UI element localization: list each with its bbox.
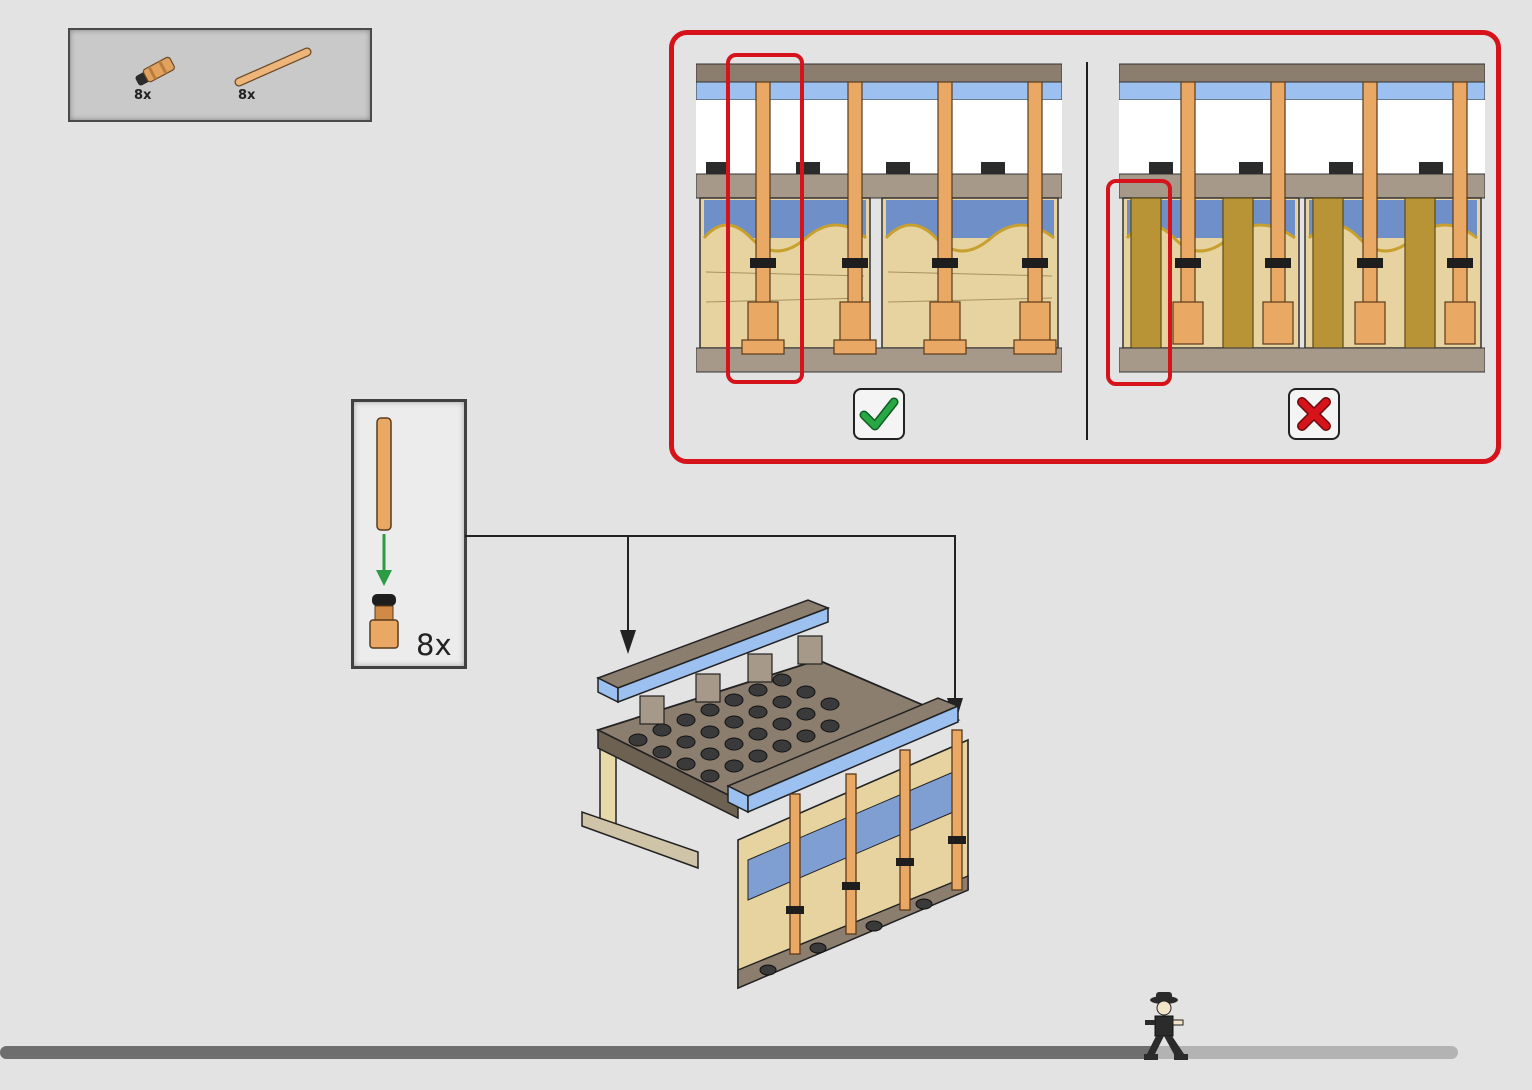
- incorrect-orientation-illustration: [1119, 62, 1485, 374]
- correct-highlight-box: [726, 53, 804, 384]
- checkmark-icon: [852, 387, 906, 441]
- main-model-illustration: [578, 590, 982, 994]
- part-2-quantity: 8x: [238, 88, 255, 103]
- progress-bar-fill: [0, 1046, 1152, 1059]
- bar-rod-part-icon: [233, 44, 313, 90]
- sub-assembly-quantity: 8x: [416, 628, 452, 662]
- minifigure-progress-marker-icon: [1140, 990, 1192, 1072]
- part-1-quantity: 8x: [134, 88, 151, 103]
- sub-assembly-callout: 8x: [351, 399, 467, 669]
- cross-icon: [1287, 387, 1341, 441]
- incorrect-highlight-box: [1106, 179, 1172, 386]
- parts-list-panel: 8x 8x: [68, 28, 372, 122]
- comparison-divider: [1086, 62, 1088, 440]
- sub-assembly-illustration: [368, 414, 408, 656]
- bar-holder-part-icon: [128, 48, 188, 92]
